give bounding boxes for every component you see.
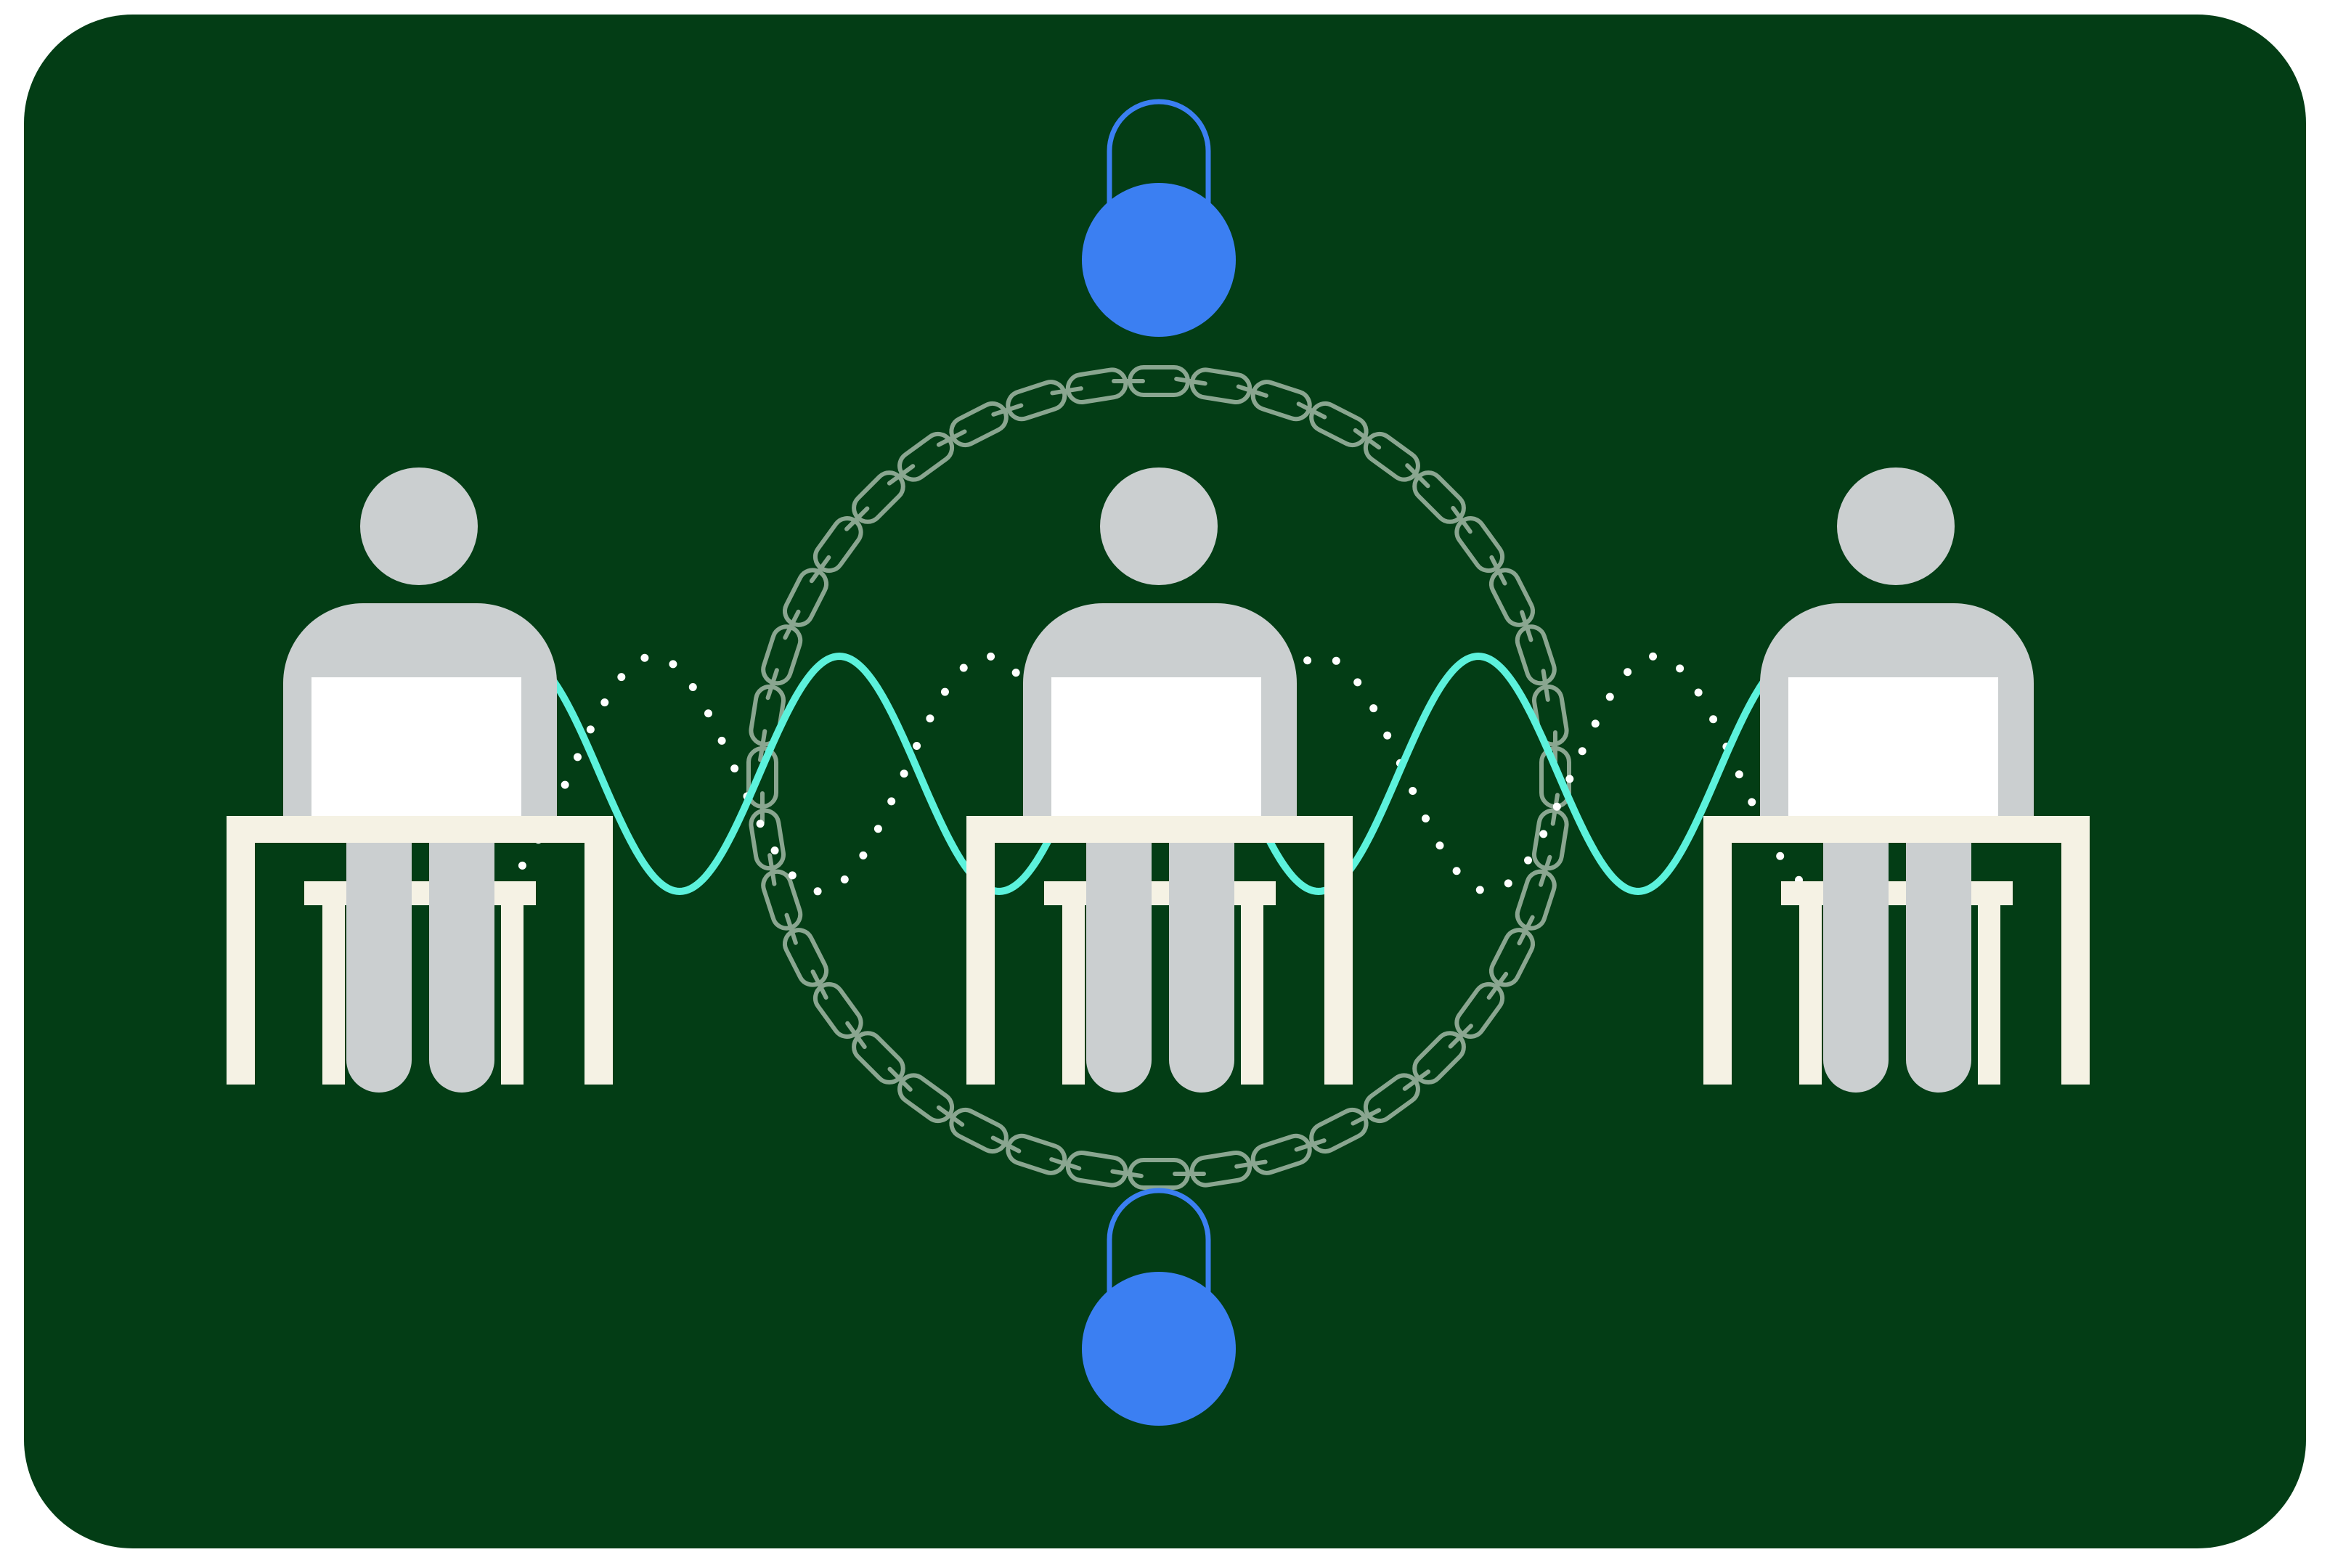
chain-link-bar (1296, 401, 1327, 420)
padlock-shackle (1107, 1188, 1211, 1305)
chair-seat (1044, 881, 1276, 905)
person-at-desk-1 (227, 467, 613, 1093)
chair-leg (1062, 905, 1085, 1085)
chain-link-bar (991, 403, 1024, 417)
chain-link-bar (1539, 854, 1552, 887)
chain-link-bar (936, 1105, 965, 1127)
chain-link-bar (1402, 1069, 1431, 1091)
chain-link-bar (1448, 1024, 1473, 1049)
person-head (1100, 467, 1218, 585)
chain-ring (746, 365, 1571, 1190)
person-leg (346, 843, 412, 1093)
chain-link-bar (1489, 555, 1507, 586)
person-head (1837, 467, 1955, 585)
chain-link-bar (887, 1066, 913, 1092)
chair-leg (1978, 905, 2000, 1085)
desk-leg (966, 843, 995, 1085)
chain-link-bar (1236, 384, 1268, 398)
chain-link-bar (1050, 386, 1083, 396)
chain-link-bar (1486, 971, 1509, 1000)
dotted-wave (497, 652, 1818, 896)
desk-leg (1324, 843, 1353, 1085)
chair-leg (322, 905, 345, 1085)
chair-leg (1241, 905, 1263, 1085)
chain-link-bar (1234, 1159, 1268, 1169)
chain-link-bar (1517, 915, 1535, 946)
desk-leg (2061, 843, 2090, 1085)
chain-link-bar (758, 729, 767, 762)
chair-leg (501, 905, 524, 1085)
person-at-desk-2 (966, 467, 1353, 1093)
chain-link-bar (810, 969, 828, 1000)
chain-link-bar (1405, 463, 1430, 489)
laptop-icon (311, 677, 521, 817)
chain-link-bar (1520, 610, 1533, 642)
padlock-shackle (1107, 99, 1211, 216)
chair-seat (304, 881, 536, 905)
padlock-icon-bottom (1082, 1188, 1236, 1426)
person-leg (1086, 843, 1152, 1093)
chain-link-bar (1541, 669, 1550, 702)
chain-link-bar (784, 912, 798, 945)
laptop-icon (1051, 677, 1261, 817)
chain-link-bar (1174, 377, 1207, 386)
chain-link-bar (1451, 505, 1472, 534)
person-leg (1169, 843, 1234, 1093)
chain-link-bar (783, 609, 801, 640)
chain-link-bar (1049, 1157, 1082, 1171)
chain-link-bar (887, 464, 916, 486)
chain-link-bar (990, 1135, 1022, 1153)
chain-link-bar (765, 668, 779, 701)
person-leg (1823, 843, 1889, 1093)
desk-top (1703, 816, 2090, 843)
desk-top (966, 816, 1353, 843)
person-at-desk-3 (1703, 467, 2090, 1093)
chain-link-bar (1351, 1108, 1382, 1126)
desk-leg (227, 843, 255, 1085)
chain-link-bar (809, 555, 831, 584)
padlock-icon-top (1082, 99, 1236, 337)
person-head (360, 467, 478, 585)
padlock-body (1082, 1272, 1236, 1426)
person-leg (429, 843, 494, 1093)
laptop-icon (1788, 677, 1998, 817)
padlock-body (1082, 183, 1236, 337)
chair-leg (1799, 905, 1822, 1085)
chain-link-bar (936, 429, 967, 447)
chain-link-bar (767, 853, 777, 886)
chair-seat (1781, 881, 2013, 905)
chain-link-bar (844, 506, 870, 531)
chain-link-bar (1110, 1169, 1144, 1178)
chain-link-bar (1353, 428, 1382, 450)
desk-leg (1703, 843, 1732, 1085)
chain-link-bar (1294, 1138, 1327, 1152)
chain-link-bar (845, 1021, 867, 1050)
person-leg (1906, 843, 1971, 1093)
desk-leg (584, 843, 613, 1085)
desk-top (227, 816, 613, 843)
